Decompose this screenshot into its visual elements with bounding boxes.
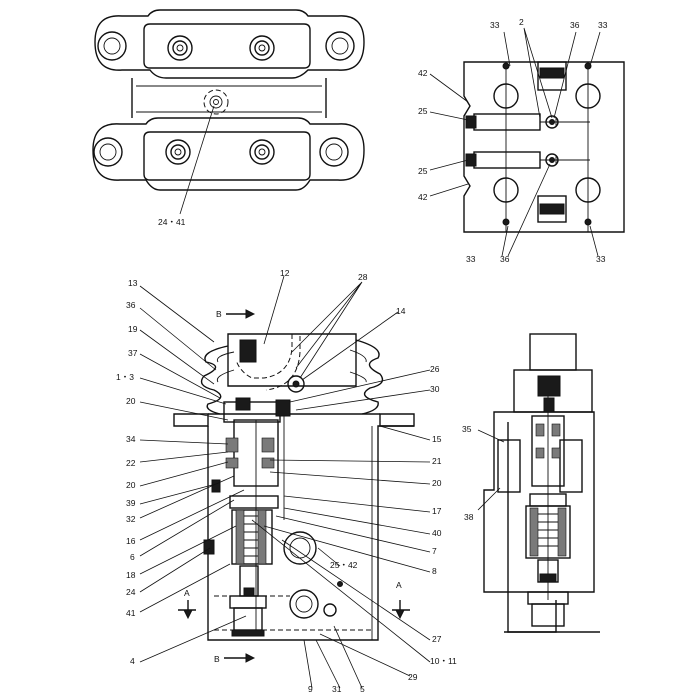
top-right-section: 33 2 36 33 42 25 25 42 33 36 33 [418, 17, 625, 264]
label-19: 19 [128, 324, 138, 334]
label-31: 31 [332, 684, 342, 694]
label-7: 7 [432, 546, 437, 556]
label-36: 36 [126, 300, 136, 310]
label-41: 41 [126, 608, 136, 618]
label-section-b-top: B [216, 309, 222, 319]
label-9: 9 [308, 684, 313, 694]
label-10-11: 10・11 [430, 656, 457, 666]
label-18: 18 [126, 570, 136, 580]
label-13: 13 [128, 278, 138, 288]
label-39: 39 [126, 498, 136, 508]
main-section: 13 36 19 37 1・3 20 34 22 20 39 32 16 6 1… [116, 268, 457, 694]
label-25-42: 25・42 [330, 560, 358, 570]
side-view: 35 38 [462, 333, 600, 633]
label-section-b-bottom: B [214, 654, 220, 664]
label-33-bl: 33 [466, 254, 476, 264]
label-8: 8 [432, 566, 437, 576]
label-25-top: 25 [418, 106, 428, 116]
label-28: 28 [358, 272, 368, 282]
label-37: 37 [128, 348, 138, 358]
label-12: 12 [280, 268, 290, 278]
label-40: 40 [432, 528, 442, 538]
label-2: 2 [519, 17, 524, 27]
label-38: 38 [464, 512, 474, 522]
label-29: 29 [408, 672, 418, 682]
label-24-41: 24・41 [158, 217, 186, 227]
label-35: 35 [462, 424, 472, 434]
label-section-a-right: A [396, 580, 402, 590]
label-4: 4 [130, 656, 135, 666]
label-20-b: 20 [126, 480, 136, 490]
label-16: 16 [126, 536, 136, 546]
label-1-3: 1・3 [116, 372, 134, 382]
label-6: 6 [130, 552, 135, 562]
label-30: 30 [430, 384, 440, 394]
label-15: 15 [432, 434, 442, 444]
label-20-a: 20 [126, 396, 136, 406]
label-section-a-left: A [184, 588, 190, 598]
label-36-top: 36 [570, 20, 580, 30]
label-22: 22 [126, 458, 136, 468]
label-42-top: 42 [418, 68, 428, 78]
label-26: 26 [430, 364, 440, 374]
label-42-bottom: 42 [418, 192, 428, 202]
label-33-tl: 33 [490, 20, 500, 30]
label-32: 32 [126, 514, 136, 524]
label-20-c: 20 [432, 478, 442, 488]
label-25-bottom: 25 [418, 166, 428, 176]
label-14: 14 [396, 306, 406, 316]
label-33-tr: 33 [598, 20, 608, 30]
label-36-bottom: 36 [500, 254, 510, 264]
top-view: 24・41 [92, 9, 365, 227]
label-27: 27 [432, 634, 442, 644]
label-33-br: 33 [596, 254, 606, 264]
label-34: 34 [126, 434, 136, 444]
label-17: 17 [432, 506, 442, 516]
label-24: 24 [126, 587, 136, 597]
label-21: 21 [432, 456, 442, 466]
label-5: 5 [360, 684, 365, 694]
